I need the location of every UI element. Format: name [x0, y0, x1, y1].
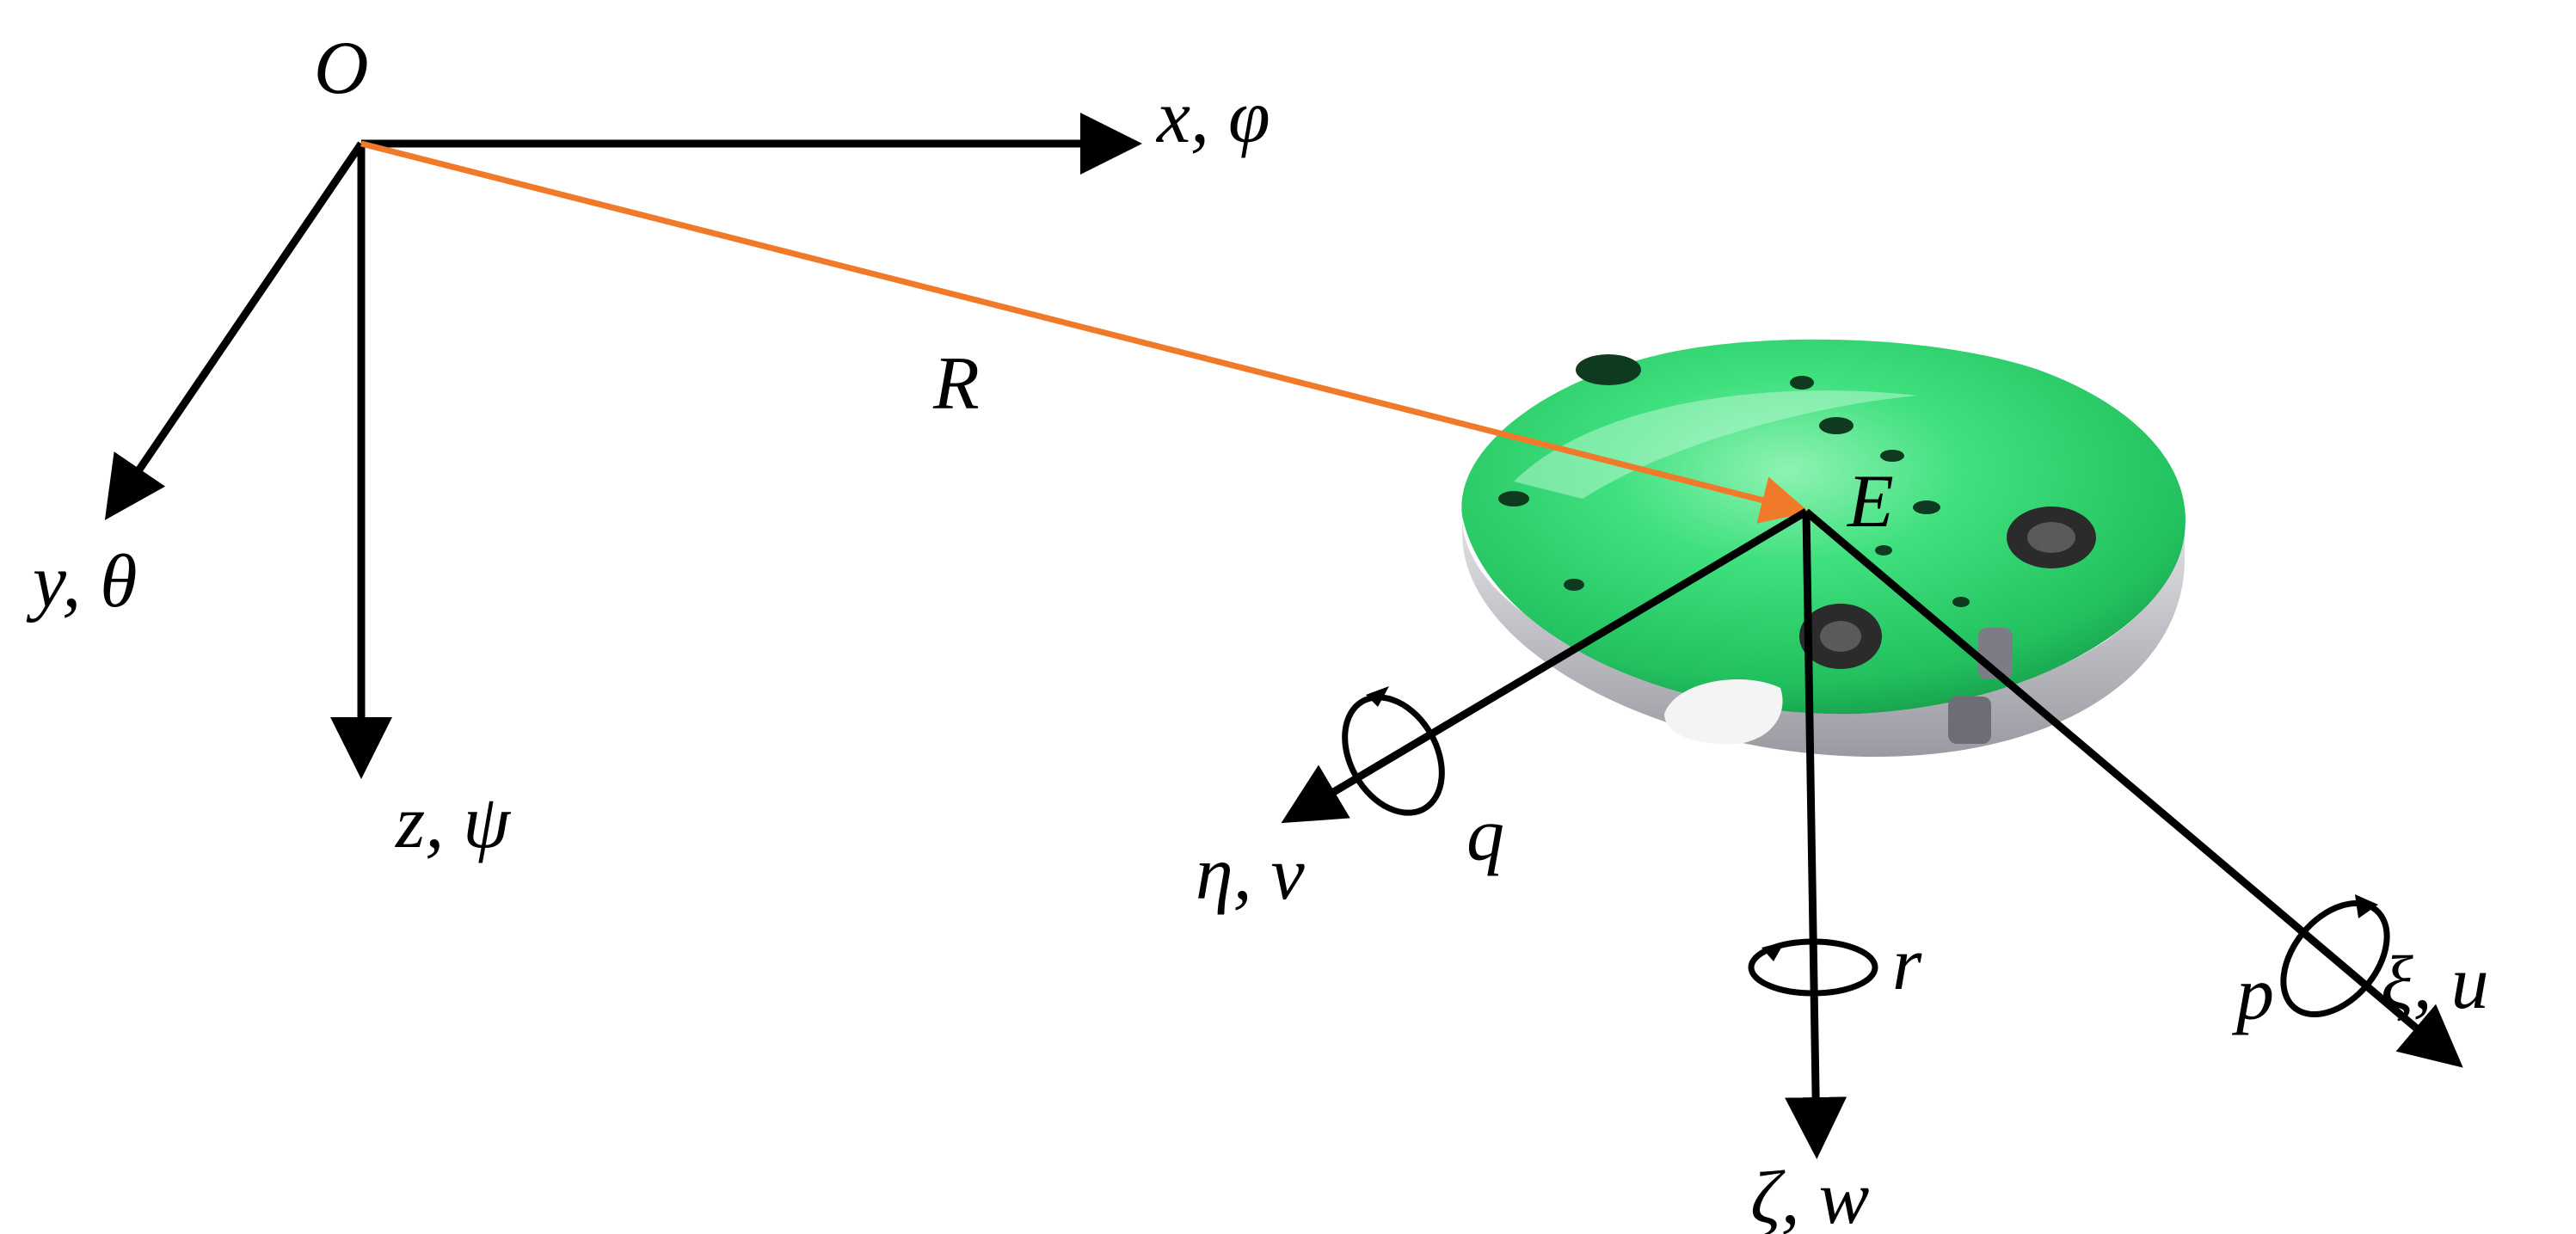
roll-rotation-icon: [2280, 894, 2390, 1018]
yaw-rate-label: r: [1892, 923, 1922, 1006]
robot-port-hole: [1875, 545, 1892, 556]
pitch-rotation-icon: [1342, 686, 1445, 816]
y-axis-arrow: [104, 141, 365, 520]
robot-port-hole: [1880, 450, 1904, 462]
body-frame: E ξ, u η, v ζ, w p q r: [1196, 460, 2489, 1234]
eta-axis-arrow: [1281, 508, 1809, 824]
robot-port-hole: [1913, 500, 1940, 514]
robot-port-hole: [1790, 376, 1814, 390]
position-vector-label: R: [932, 342, 980, 426]
robot-port-hole: [1564, 579, 1584, 591]
robot-port-hole: [1819, 417, 1854, 434]
robot-shell-highlight: [1514, 390, 1918, 499]
x-axis-label: x, φ: [1155, 76, 1270, 159]
y-axis-label: y, θ: [26, 540, 137, 623]
robot-lens: [1820, 621, 1861, 652]
position-vector: R: [360, 140, 1810, 524]
robot-port-hole: [1952, 597, 1970, 607]
yaw-rotation-icon: [1748, 938, 1878, 997]
xi-axis-arrow: [1804, 508, 2463, 1068]
roll-rate-label: p: [2231, 953, 2274, 1036]
zeta-axis-label: ζ, w: [1750, 1157, 1870, 1234]
robot-leg: [1948, 697, 1991, 744]
robot-port-hole: [1498, 491, 1529, 506]
xi-axis-label: ξ, u: [2381, 942, 2489, 1025]
earth-frame: O x, φ y, θ z, ψ: [26, 27, 1270, 864]
position-vector-arrow: [360, 140, 1810, 524]
robot-port-hole: [1576, 354, 1641, 385]
eta-axis-label: η, v: [1196, 832, 1306, 916]
robot-illustration: [1461, 339, 2186, 757]
pitch-rate-label: q: [1466, 794, 1504, 877]
robot-base: [1462, 516, 2185, 757]
zeta-axis-arrow: [1785, 511, 1847, 1159]
robot-lens: [2027, 522, 2075, 553]
origin-o-label: O: [314, 27, 369, 110]
z-axis-label: z, ψ: [395, 781, 511, 864]
robot-bumper: [1664, 679, 1783, 745]
origin-e-label: E: [1846, 460, 1894, 543]
